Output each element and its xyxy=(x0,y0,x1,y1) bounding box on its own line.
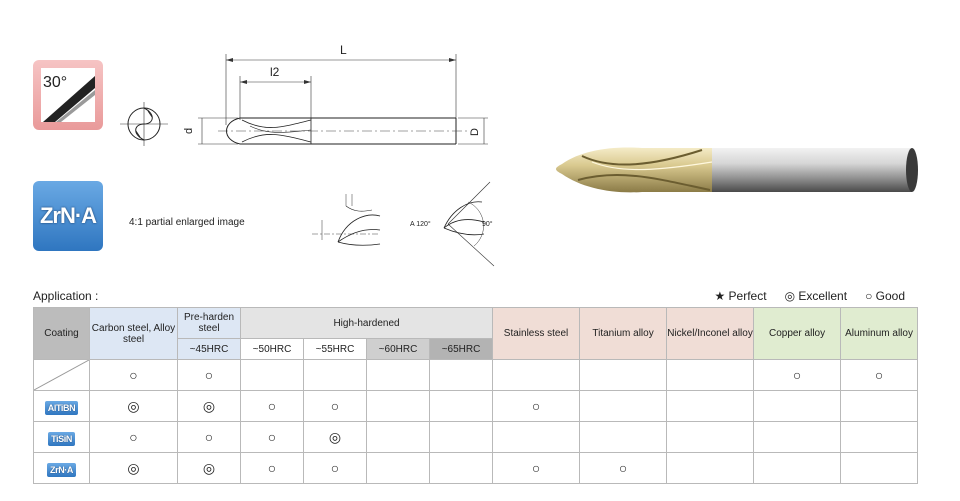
header-65hrc: ~65HRC xyxy=(428,338,494,360)
cell xyxy=(579,390,668,422)
cell: ○ xyxy=(89,421,178,453)
cell: ○ xyxy=(177,421,241,453)
cell xyxy=(428,359,494,391)
header-aluminum: Aluminum alloy xyxy=(840,307,919,360)
cell xyxy=(492,359,581,391)
coating-chip-altibn: AlTiBN xyxy=(44,400,79,415)
cell xyxy=(492,421,581,453)
cell: ○ xyxy=(240,390,304,422)
cell: ◎ xyxy=(89,452,178,484)
coating-chip-tisin: TiSiN xyxy=(48,431,75,446)
header-nickel: Nickel/Inconel alloy xyxy=(666,307,755,360)
diagonal-line-icon xyxy=(34,360,89,390)
coating-chip-zrna: ZrN·A xyxy=(47,462,76,477)
header-copper: Copper alloy xyxy=(753,307,842,360)
cell xyxy=(753,452,842,484)
cell: ◎ xyxy=(89,390,178,422)
cell xyxy=(428,421,494,453)
point-angle-drawing: A 120° 90° xyxy=(410,181,495,267)
cell xyxy=(840,452,919,484)
cell: ○ xyxy=(240,452,304,484)
helix-angle-badge: 30° xyxy=(33,60,103,130)
cell xyxy=(240,359,304,391)
application-table: Coating Carbon steel, Alloy steel Pre-ha… xyxy=(33,307,919,484)
enlarged-tip-drawing xyxy=(312,194,381,246)
legend-perfect: ★ Perfect xyxy=(714,289,767,303)
cell xyxy=(428,390,494,422)
cell xyxy=(579,359,668,391)
angle-90-label: 90° xyxy=(482,220,493,228)
dim-D-label: D xyxy=(469,128,481,136)
cell xyxy=(428,452,494,484)
header-stainless: Stainless steel xyxy=(492,307,581,360)
header-50hrc: ~50HRC xyxy=(240,338,304,360)
legend: ★ Perfect ◎ Excellent ○ Good xyxy=(714,289,905,303)
helix-angle-graphic xyxy=(41,68,95,122)
header-60hrc: ~60HRC xyxy=(366,338,430,360)
side-view-drawing: L l2 d D xyxy=(183,43,488,145)
cell: ◎ xyxy=(303,421,367,453)
header-high-hardened: High-hardened xyxy=(239,307,494,339)
coating-badge-label: ZrN·A xyxy=(39,203,97,228)
helix-angle-label: 30° xyxy=(43,74,68,91)
cell: ○ xyxy=(579,452,668,484)
cell: ○ xyxy=(840,359,919,391)
table-row: AlTiBN ◎ ◎ ○ ○ ○ xyxy=(33,390,919,422)
dim-L-label: L xyxy=(340,43,347,57)
header-titanium: Titanium alloy xyxy=(579,307,668,360)
header-45hrc: ~45HRC xyxy=(177,338,241,360)
cell: ○ xyxy=(492,452,581,484)
coating-badge: ZrN·A xyxy=(33,181,103,251)
dim-d-label: d xyxy=(183,128,195,134)
end-view-drawing xyxy=(120,102,168,146)
table-row: ○ ○ ○ ○ xyxy=(33,359,919,391)
cell xyxy=(753,390,842,422)
cell: ○ xyxy=(753,359,842,391)
cell: ◎ xyxy=(177,452,241,484)
cell xyxy=(366,452,430,484)
helix-stripe-icon xyxy=(43,76,95,122)
cell xyxy=(840,421,919,453)
cell xyxy=(753,421,842,453)
cell: ◎ xyxy=(177,390,241,422)
cell: ○ xyxy=(177,359,241,391)
legend-excellent: ◎ Excellent xyxy=(784,289,848,303)
cell xyxy=(666,359,755,391)
table-row: ZrN·A ◎ ◎ ○ ○ ○ ○ xyxy=(33,452,919,484)
table-row: TiSiN ○ ○ ○ ◎ xyxy=(33,421,919,453)
cell: ○ xyxy=(89,359,178,391)
cell: ○ xyxy=(240,421,304,453)
cell: ○ xyxy=(492,390,581,422)
header-55hrc: ~55HRC xyxy=(303,338,367,360)
cell xyxy=(366,390,430,422)
dim-l2-label: l2 xyxy=(270,65,280,79)
legend-good: ○ Good xyxy=(865,289,905,303)
enlarged-caption: 4:1 partial enlarged image xyxy=(129,217,245,228)
cell xyxy=(303,359,367,391)
uncoated-cell xyxy=(33,359,90,391)
cell xyxy=(666,421,755,453)
cell xyxy=(366,359,430,391)
header-coating: Coating xyxy=(33,307,90,360)
cell xyxy=(840,390,919,422)
end-mill-photo xyxy=(556,147,918,193)
cell xyxy=(666,452,755,484)
header-carbon-steel: Carbon steel, Alloy steel xyxy=(89,307,178,360)
cell: ○ xyxy=(303,390,367,422)
angle-A-label: A 120° xyxy=(410,220,431,228)
cell: ○ xyxy=(303,452,367,484)
cell xyxy=(579,421,668,453)
cell xyxy=(366,421,430,453)
header-pre-harden: Pre-harden steel xyxy=(177,307,241,339)
cell xyxy=(666,390,755,422)
application-label: Application : xyxy=(33,289,99,303)
